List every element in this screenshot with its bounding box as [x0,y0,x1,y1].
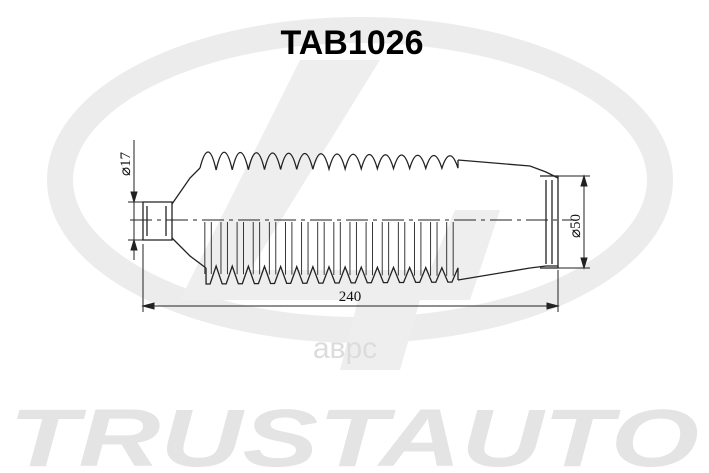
inner-fold-lines [204,222,454,276]
upper-convolutions [199,151,459,172]
small-diameter-label: ⌀17 [118,151,134,176]
length-label: 240 [339,289,362,305]
small-diameter-arrow-top [130,191,138,204]
part-number-title: TAB1026 [281,24,424,62]
lower-convolutions [205,263,459,285]
watermark-site-text: аврс [313,332,377,365]
length-arrow-right [546,302,560,310]
large-diameter-label: ⌀50 [568,214,584,238]
large-end-cone [457,159,559,281]
small-end-sleeve [142,201,173,241]
length-arrow-left [141,302,155,310]
large-diameter-arrow-bottom [580,257,588,270]
watermark-brand-text: TRUSTAUTO [9,393,699,473]
small-end-taper [171,167,207,269]
dimension-large-diameter [556,174,590,270]
small-diameter-arrow-bottom [130,238,138,251]
watermark-logo: аврс TRUSTAUTO [9,17,699,473]
dimension-small-diameter [128,140,146,260]
boot-drawing [130,151,575,285]
large-diameter-arrow-top [580,174,588,187]
watermark-figure-4 [180,60,500,370]
large-end-sleeve [540,175,559,269]
dimension-length [141,244,560,312]
